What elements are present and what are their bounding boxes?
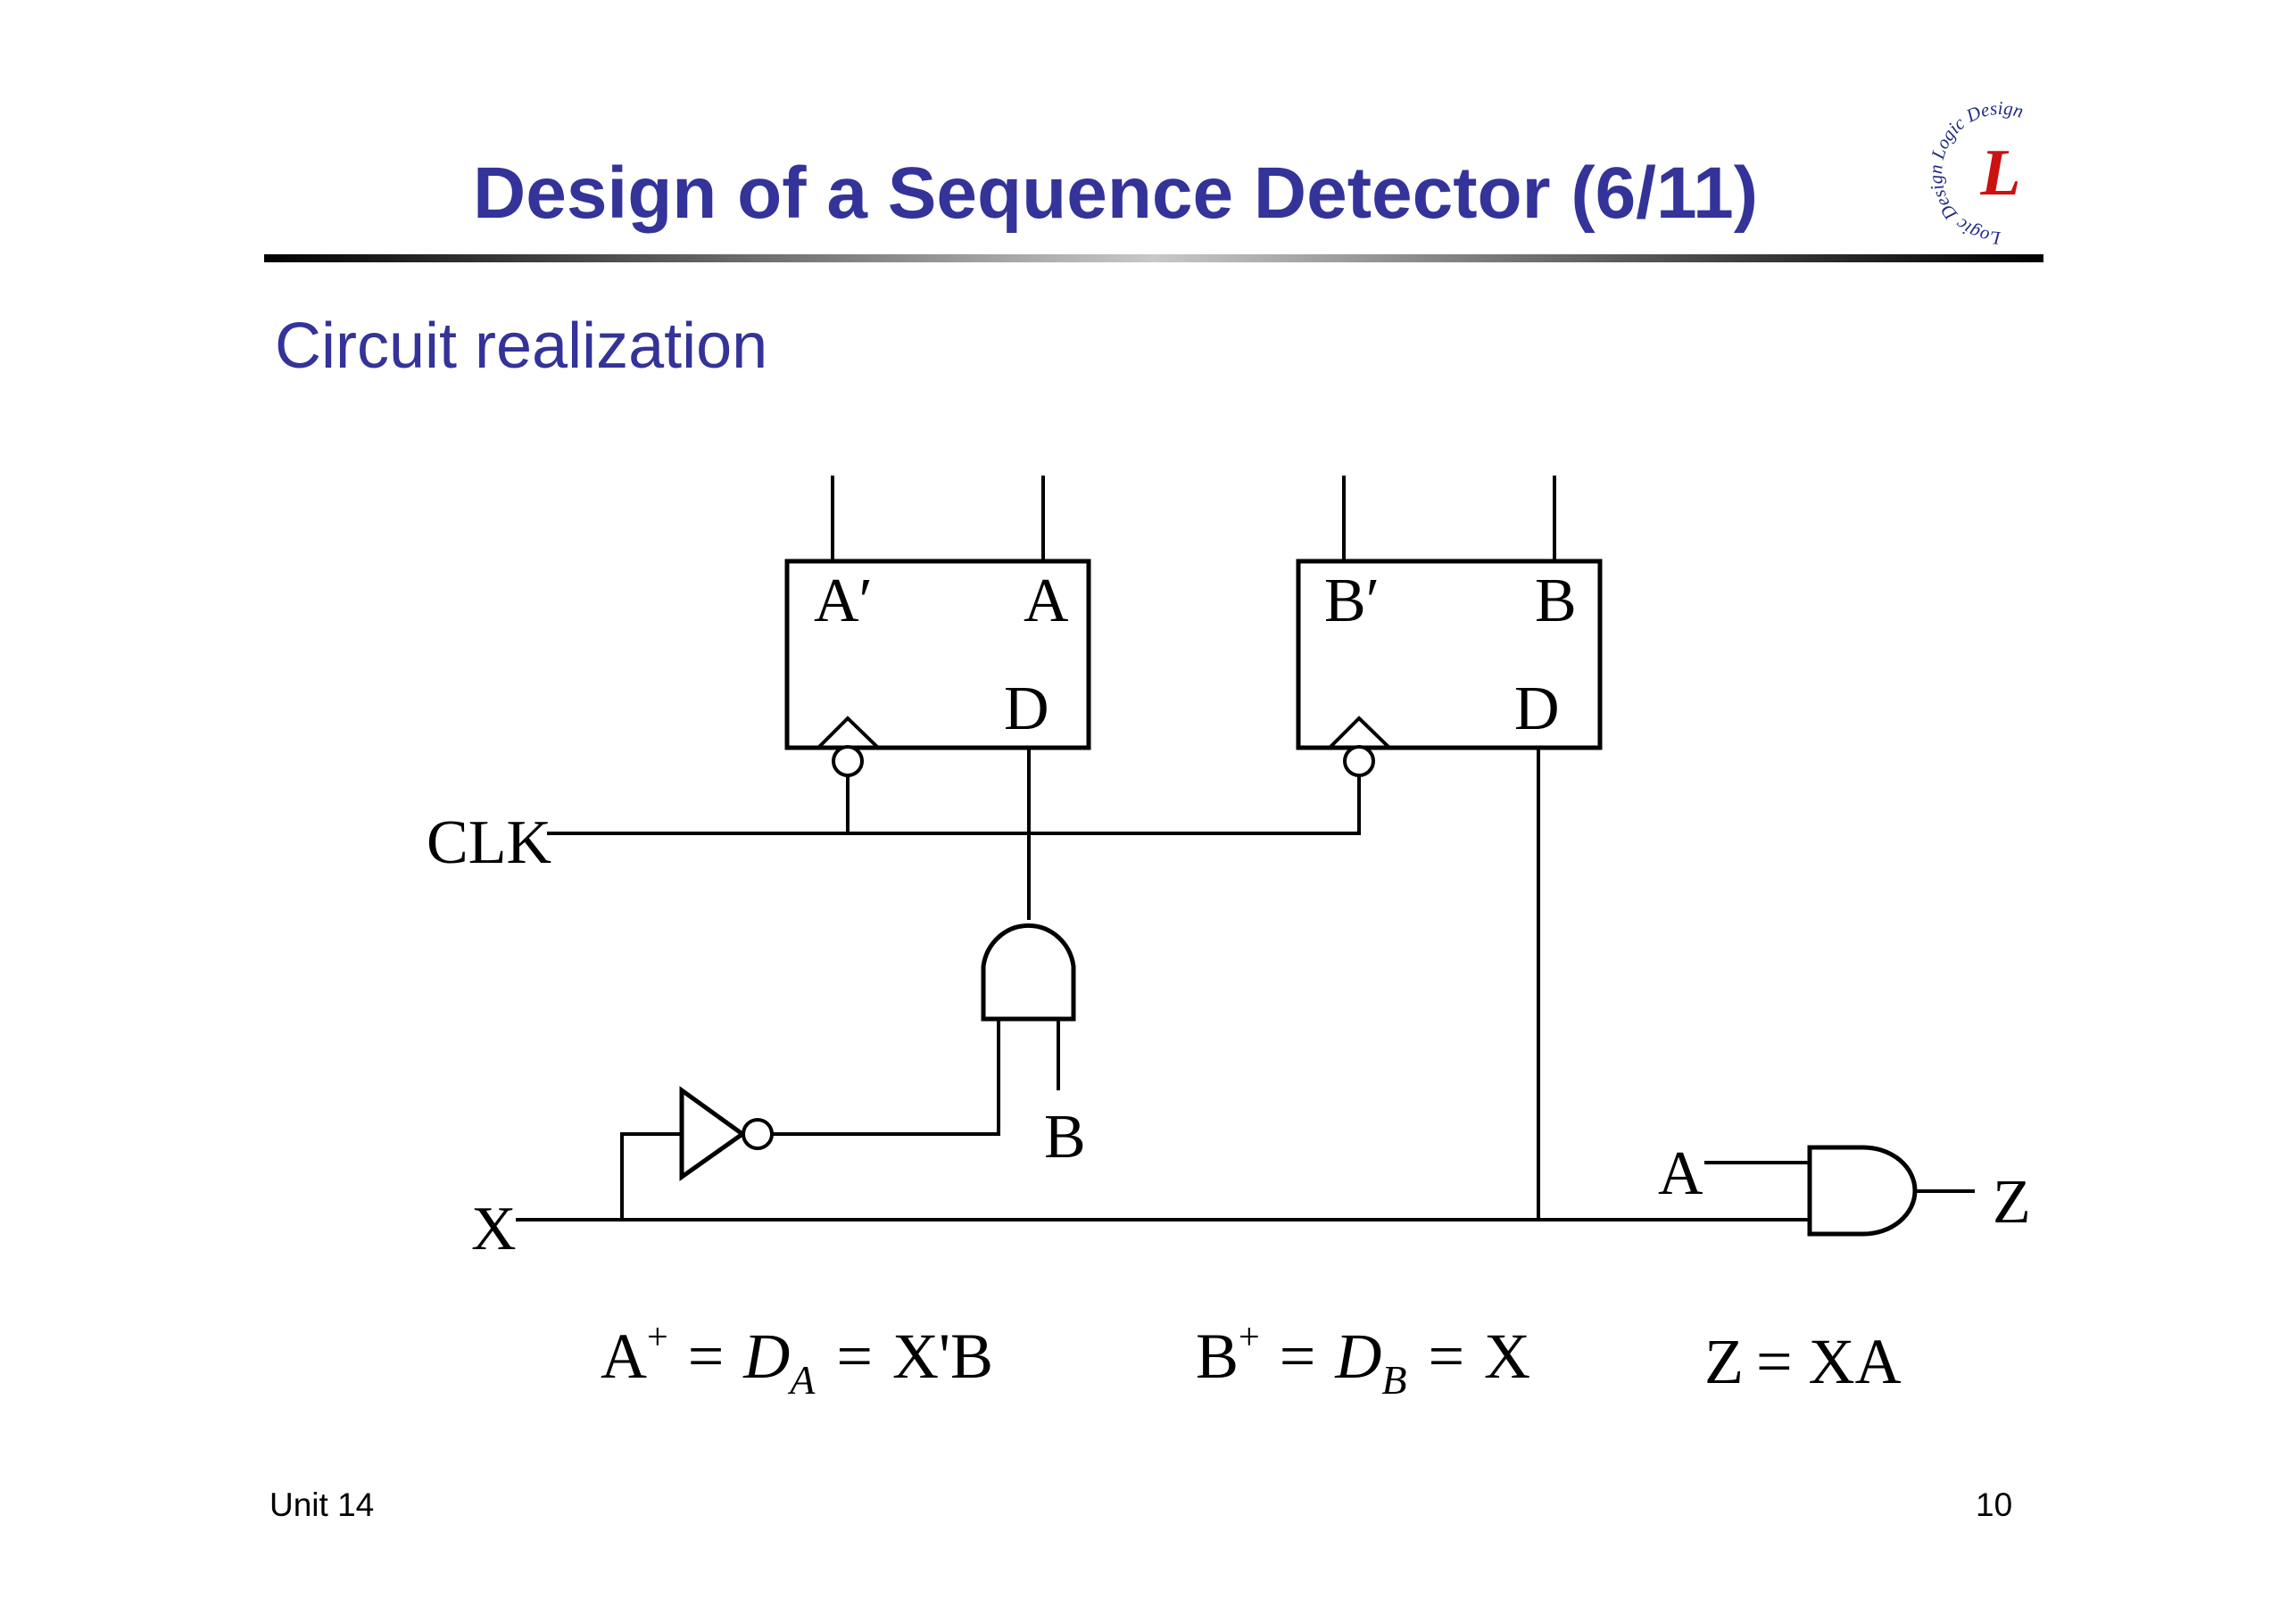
eq-b-rhs: X [1484,1321,1530,1392]
equation-b: B+=DB=X [1196,1317,1530,1403]
flipflop-a-body [784,559,1091,750]
inverter-bubble-icon [742,1118,774,1150]
flipflop-a-d-label: D [1004,675,1049,743]
eq-a-mid: D [742,1321,790,1392]
flipflop-b-clock-triangle-icon [1328,716,1391,749]
eq-b-lhs: B [1196,1321,1239,1392]
equation-a: A+=DA=X'B [601,1317,993,1403]
eq-a-eq2: = [836,1321,873,1392]
output-z-label: Z [1993,1168,2031,1237]
flipflop-b-qbar-label: B′ [1324,567,1380,635]
equation-z: Z=XA [1704,1326,1902,1397]
title-divider [264,254,2043,262]
eq-b-mid: D [1334,1321,1381,1392]
eq-b-eq1: = [1280,1321,1316,1392]
slide-title: Design of a Sequence Detector (6/11) [473,153,1759,234]
eq-b-eq2: = [1428,1321,1464,1392]
flipflop-a-clock-triangle-icon [816,716,880,749]
footer-unit: Unit 14 [269,1486,375,1523]
eq-b-sup: + [1239,1317,1260,1358]
logo-letter: L [1979,137,2020,210]
svg-text:B+=DB=X: B+=DB=X [1196,1317,1530,1403]
eq-z-lhs: Z [1704,1326,1744,1397]
eq-a-rhs: X'B [892,1321,993,1392]
flipflop-b-clock-bubble-icon [1343,745,1375,777]
eq-a-eq1: = [688,1321,725,1392]
flipflop-b: B′ B D [1296,476,1603,833]
svg-text:A+=DA=X'B: A+=DA=X'B [601,1317,993,1403]
inverter-input-wire [620,1132,682,1220]
eq-z-eq1: = [1756,1326,1793,1397]
and-gate-input-b-label: B [1044,1103,1086,1172]
eq-a-lhs: A [601,1321,647,1392]
clock-label: CLK [427,808,551,877]
eq-a-sup: + [647,1317,668,1358]
flipflop-a-qbar-label: A′ [814,567,873,635]
flipflop-b-body [1296,559,1603,750]
input-x-label: X [471,1195,517,1263]
flipflop-b-d-label: D [1514,675,1560,743]
logic-design-logo: Logic Design Logic Design L [1927,98,2026,249]
flipflop-a-clock-bubble-icon [832,745,864,777]
eq-b-sub: B [1381,1357,1406,1403]
eq-a-sub: A [787,1357,816,1403]
inverter-icon [679,1086,747,1181]
svg-text:Z=XA: Z=XA [1704,1326,1902,1397]
flipflop-a: A′ A D [784,476,1091,833]
flipflop-b-q-label: B [1535,567,1577,635]
output-gate-input-a-label: A [1658,1139,1703,1208]
eq-z-rhs: XA [1809,1326,1902,1397]
and-gate-a-icon [981,923,1076,1022]
page-number: 10 [1976,1486,2013,1523]
and-gate-a-input-xbar-wire [773,1019,1000,1136]
and-gate-z-icon [1807,1145,1918,1237]
slide-subtitle: Circuit realization [275,311,768,382]
flipflop-a-q-label: A [1024,567,1069,635]
